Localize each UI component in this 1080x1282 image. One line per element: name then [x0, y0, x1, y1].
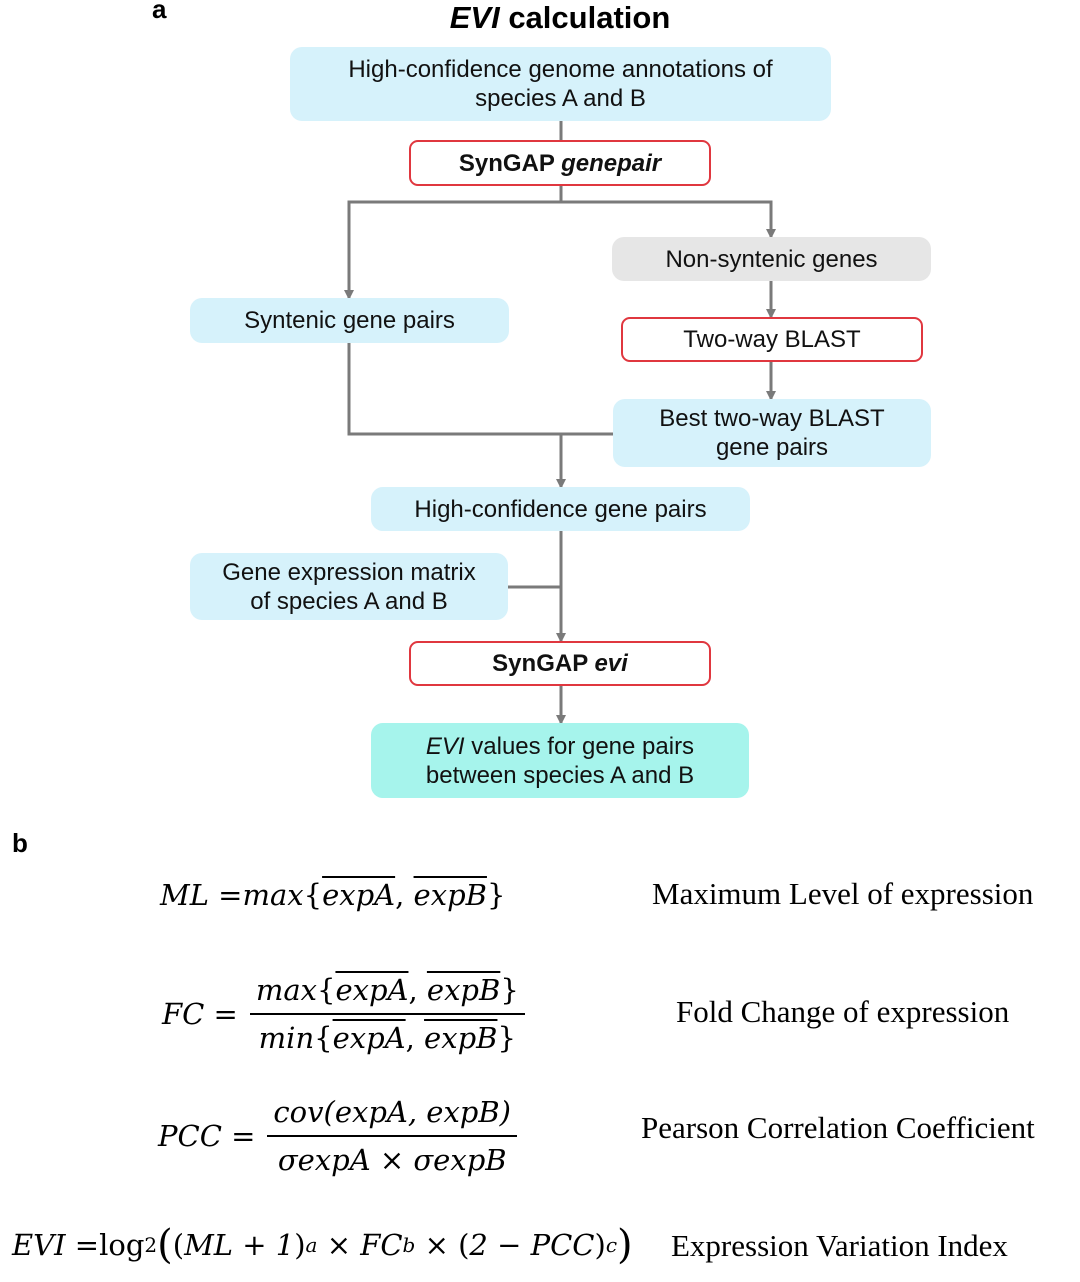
formula-fc-num-func: max [255, 973, 317, 1007]
node-syngap-genepair: SynGAP genepair [409, 140, 711, 186]
node-syngap-genepair-plain: SynGAP [458, 149, 562, 177]
formula-fc-numerator: max{expA, expB} [249, 973, 525, 1015]
formula-fc-num-expb: expB [426, 973, 501, 1007]
node-gene-expression-matrix-line2: of species A and B [250, 587, 448, 615]
node-non-syntenic-genes: Non-syntenic genes [612, 237, 931, 281]
panel-b-label: b [12, 828, 28, 858]
formula-fc-fraction: max{expA, expB} min{expA, expB} [249, 973, 525, 1055]
node-best-two-way-blast-line1: Best two-way BLAST [659, 405, 885, 432]
flow-connectors [344, 121, 776, 725]
formula-evi-exp-b: b [402, 1233, 416, 1257]
formula-fc-lhs: FC = [162, 997, 238, 1031]
node-evi-values-evi: EVI [425, 732, 465, 760]
node-genome-annotations-line1: High-confidence genome annotations of [348, 56, 773, 83]
formula-fc-denominator: min{expA, expB} [258, 1021, 516, 1055]
node-genome-annotations-line2: species A and B [475, 85, 646, 112]
node-gene-expression-matrix-line1: Gene expression matrix [222, 558, 476, 586]
formula-pcc: PCC = cov(expA, expB) σexpA × σexpB [158, 1090, 517, 1182]
formula-evi-ml: ML + 1 [184, 1228, 295, 1262]
connector-genepair-split [344, 186, 563, 300]
node-evi-values-line1-rest: values for gene pairs [464, 732, 695, 760]
node-syngap-evi: SynGAP evi [409, 641, 711, 686]
node-syngap-evi-italic: evi [594, 650, 628, 677]
formula-fc: FC = max{expA, expB} min{expA, expB} [162, 968, 525, 1060]
desc-fc: Fold Change of expression [676, 994, 1010, 1029]
node-syngap-genepair-italic: genepair [561, 149, 662, 177]
formula-ml-func: max [242, 878, 304, 912]
formula-ml-lhs: ML = [160, 878, 243, 912]
formula-pcc-fraction: cov(expA, expB) σexpA × σexpB [267, 1095, 517, 1177]
panel-a-label: a [152, 0, 167, 24]
node-syntenic-gene-pairs: Syntenic gene pairs [190, 298, 509, 343]
node-two-way-blast: Two-way BLAST [621, 317, 923, 362]
formula-fc-den-expb: expB [424, 1021, 498, 1055]
node-best-two-way-blast-line2: gene pairs [715, 434, 829, 461]
node-syngap-evi-plain: SynGAP [492, 650, 595, 677]
connector-to-nonsyntenic [561, 200, 776, 239]
formula-ml-expa: expA [322, 878, 396, 912]
node-evi-values-line2: between species A and B [425, 761, 695, 789]
desc-ml: Maximum Level of expression [652, 876, 1034, 911]
formula-evi-fc: FC [360, 1228, 403, 1262]
desc-pcc: Pearson Correlation Coefficient [641, 1110, 1035, 1145]
formula-evi-exp-a: a [305, 1233, 318, 1257]
flow-title-evi: EVI [449, 0, 500, 35]
formula-ml: ML = max{expA, expB} [160, 878, 506, 912]
formula-evi-pcc: 2 − PCC [469, 1228, 595, 1262]
formula-evi-exp-c: c [605, 1233, 618, 1257]
formula-evi-log-base: 2 [144, 1233, 158, 1257]
formula-ml-expb: expB [413, 878, 487, 912]
node-high-confidence-gene-pairs: High-confidence gene pairs [371, 487, 750, 531]
formula-fc-num-expa: expA [335, 973, 409, 1007]
formula-fc-den-expa: expA [332, 1021, 406, 1055]
formula-fc-den-func: min [258, 1021, 315, 1055]
formula-evi-log: log [99, 1228, 145, 1262]
desc-evi: Expression Variation Index [671, 1228, 1008, 1263]
formula-pcc-numerator: cov(expA, expB) [267, 1095, 517, 1137]
formula-pcc-denominator: σexpA × σexpB [277, 1143, 507, 1177]
formula-pcc-lhs: PCC = [158, 1119, 256, 1153]
flow-title-rest: calculation [499, 0, 671, 35]
connector-syntenic-merge [347, 343, 613, 436]
flow-title: EVI calculation [360, 0, 760, 36]
formula-evi-lhs: EVI = [12, 1228, 100, 1262]
